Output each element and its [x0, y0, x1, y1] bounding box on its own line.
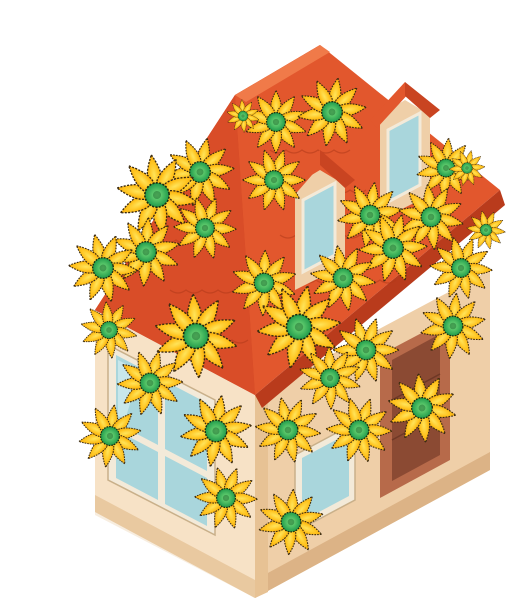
- right-wall-corner: [255, 388, 268, 598]
- side-window: [294, 421, 356, 534]
- roof-ridge: [235, 45, 330, 102]
- dormer-left: [285, 150, 355, 290]
- right-wall-base: [255, 452, 490, 598]
- dormer-right: [370, 82, 440, 220]
- left-wall-base: [95, 495, 255, 598]
- roof-edge: [255, 190, 505, 408]
